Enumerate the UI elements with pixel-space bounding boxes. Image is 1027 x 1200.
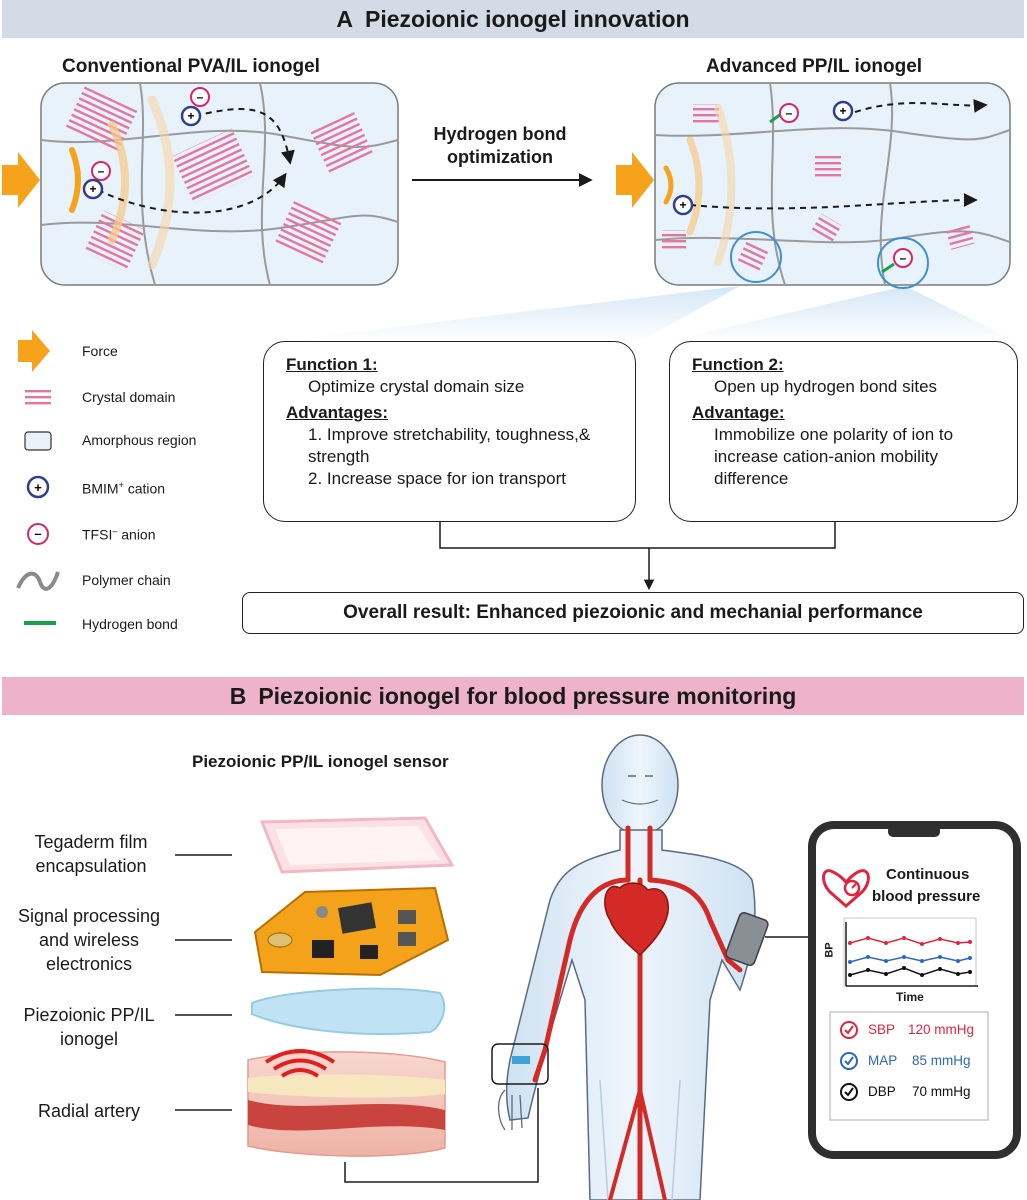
panel-a-letter: A [336, 5, 354, 32]
advanced-title: Advanced PP/IL ionogel [706, 56, 923, 77]
cation-icon [26, 475, 50, 499]
layer-ionogel: Piezoionic PP/IL ionogel [23, 1005, 155, 1049]
reading-map-value: 85 mmHg [912, 1053, 971, 1068]
heart-icon [604, 882, 669, 957]
svg-text:–: – [34, 526, 41, 541]
anion-icon [27, 523, 49, 545]
phone-x-axis: Time [896, 990, 924, 1004]
phone-display [808, 821, 1021, 1159]
reading-sbp-name: SBP [868, 1022, 896, 1037]
legend-anion: TFSI– anion [82, 526, 156, 543]
function-2-heading: Function 2: [692, 355, 784, 374]
sensor-to-wrist-line [344, 1088, 539, 1183]
force-arrow-left [2, 152, 40, 208]
layer-tegaderm: Tegaderm film encapsulation [34, 832, 148, 876]
conventional-ionogel: – + – + [40, 82, 399, 286]
sensor-title: Piezoionic PP/IL ionogel sensor [192, 752, 449, 771]
panel-a-title: Piezoionic ionogel innovation [365, 5, 690, 32]
connector-lines [439, 522, 836, 591]
electronics-board [253, 886, 450, 977]
function-1-box: Function 1: Optimize crystal domain size… [263, 341, 636, 522]
handheld-phone [725, 911, 769, 967]
force-arrow-right [616, 152, 654, 208]
svg-text:–: – [98, 164, 105, 178]
force-icon [18, 330, 50, 372]
legend-amorphous: Amorphous region [82, 432, 197, 448]
advanced-ionogel: – + + – [654, 82, 1011, 289]
phone-title-line1: Continuous [886, 866, 970, 883]
conventional-title: Conventional PVA/IL ionogel [62, 56, 320, 77]
svg-text:+: + [34, 480, 42, 495]
panel-b-banner: B Piezoionic ionogel for blood pressure … [2, 677, 1024, 715]
overall-result: Overall result: Enhanced piezoionic and … [242, 592, 1024, 634]
ionogel-layer [251, 987, 446, 1035]
phone-y-axis: BP [823, 942, 836, 958]
panel-b-letter: B [229, 682, 247, 709]
reading-map-name: MAP [868, 1053, 898, 1068]
legend-icons: + – [16, 330, 60, 625]
legend-crystal: Crystal domain [82, 389, 176, 405]
panel-a-banner: A Piezoionic ionogel innovation [2, 0, 1024, 38]
function-1-adv-item-1: 1. Improve stretchability, toughness,& s… [308, 425, 591, 466]
crystal-domain-icon [25, 388, 51, 406]
svg-text:–: – [900, 251, 907, 265]
layer-radial-artery: Radial artery [37, 1101, 141, 1121]
arrow-label-line2: optimization [447, 147, 553, 167]
reading-sbp-value: 120 mmHg [908, 1022, 975, 1037]
svg-text:+: + [839, 104, 846, 118]
arrow-label-line1: Hydrogen bond [433, 124, 567, 144]
legend-polymer-chain: Polymer chain [82, 572, 171, 588]
reading-dbp-value: 70 mmHg [912, 1084, 971, 1099]
tegaderm-film [259, 816, 455, 874]
phone-title-line2: blood pressure [872, 888, 981, 905]
polymer-chain-icon [16, 571, 60, 591]
reading-dbp-name: DBP [868, 1084, 896, 1099]
function-2-adv-body: Immobilize one polarity of ion to increa… [714, 425, 954, 488]
svg-text:+: + [679, 198, 686, 212]
svg-text:+: + [89, 182, 96, 196]
svg-text:–: – [786, 106, 793, 120]
svg-text:–: – [197, 90, 204, 104]
function-2-adv-heading: Advantage: [692, 403, 785, 422]
panel-b-title: Piezoionic ionogel for blood pressure mo… [258, 682, 797, 709]
wrist-sensor-box [491, 1043, 549, 1085]
layer-electronics: Signal processing and wireless electroni… [17, 906, 161, 974]
amorphous-region-icon [24, 431, 52, 451]
function-2-box: Function 2: Open up hydrogen bond sites … [669, 341, 1018, 522]
wrist-sensor-patch [512, 1056, 530, 1064]
legend-hydrogen-bond: Hydrogen bond [82, 616, 178, 632]
human-body [497, 734, 756, 1200]
legend-force: Force [82, 343, 118, 359]
legend-cation: BMIM+ cation [82, 480, 166, 497]
layer-leaders [175, 854, 232, 1111]
function-1-body: Optimize crystal domain size [308, 377, 525, 396]
svg-text:+: + [187, 109, 194, 123]
function-1-adv-item-2: 2. Increase space for ion transport [308, 469, 566, 488]
function-1-adv-heading: Advantages: [286, 403, 389, 422]
function-2-body: Open up hydrogen bond sites [714, 377, 938, 396]
radial-artery-tissue [247, 1049, 446, 1157]
function-1-heading: Function 1: [286, 355, 378, 374]
